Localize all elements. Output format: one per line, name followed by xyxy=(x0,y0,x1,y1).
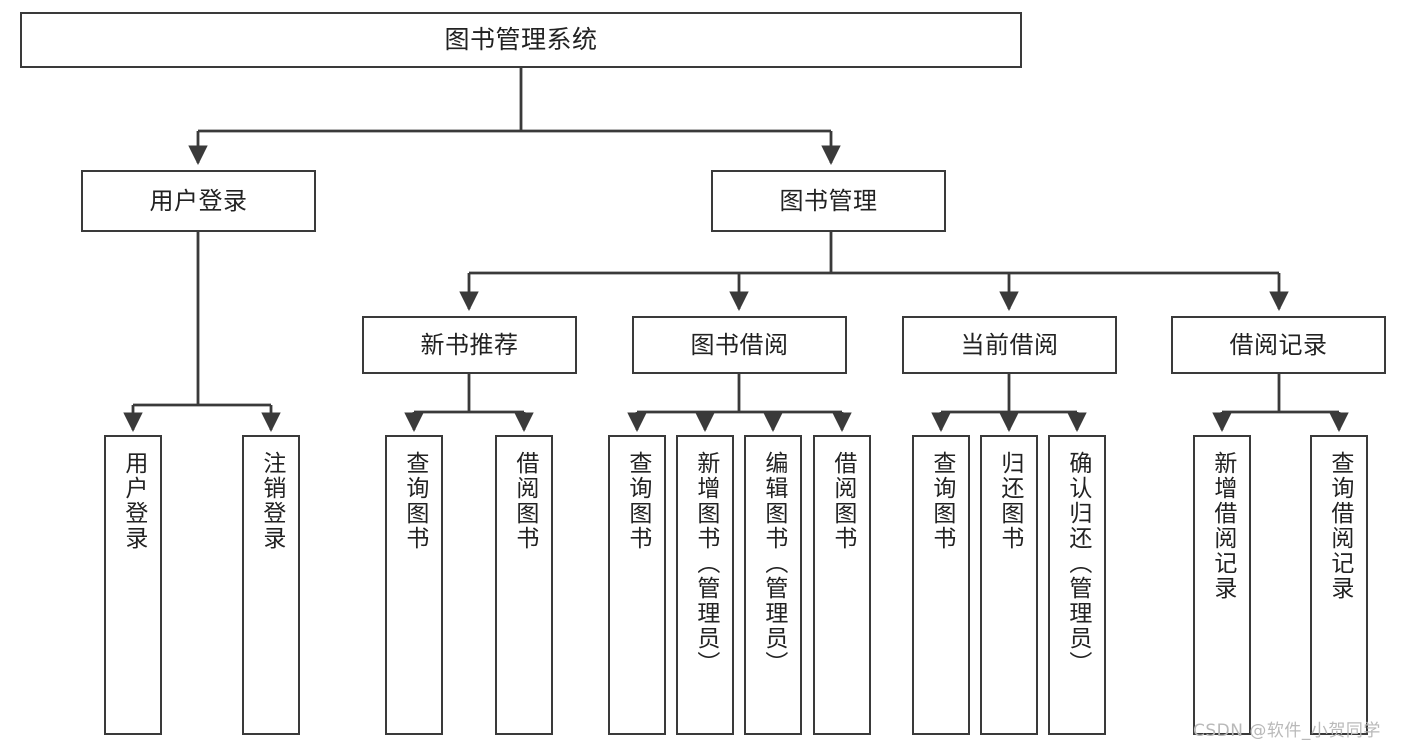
node-book-management[interactable]: 图书管理 xyxy=(711,170,946,232)
node-label: 图书管理系统 xyxy=(444,25,598,55)
node-new-book-recommend[interactable]: 新书推荐 xyxy=(362,316,577,374)
node-label: 用户登录 xyxy=(120,451,147,551)
node-label: 借阅图书 xyxy=(511,451,538,551)
node-label: 注销登录 xyxy=(258,451,285,551)
node-label: 确认归还（管理员） xyxy=(1064,451,1091,676)
node-label: 归还图书 xyxy=(996,451,1023,551)
leaf-book-borrow-query[interactable]: 查询图书 xyxy=(608,435,666,735)
node-label: 查询图书 xyxy=(928,451,955,551)
leaf-book-borrow-add[interactable]: 新增图书（管理员） xyxy=(676,435,734,735)
leaf-new-book-borrow[interactable]: 借阅图书 xyxy=(495,435,553,735)
node-label: 当前借阅 xyxy=(960,330,1059,359)
leaf-new-book-query[interactable]: 查询图书 xyxy=(385,435,443,735)
node-label: 图书管理 xyxy=(779,186,878,215)
leaf-book-borrow-edit[interactable]: 编辑图书（管理员） xyxy=(744,435,802,735)
leaf-user-login-logout[interactable]: 注销登录 xyxy=(242,435,300,735)
leaf-current-borrow-query[interactable]: 查询图书 xyxy=(912,435,970,735)
leaf-current-borrow-confirm[interactable]: 确认归还（管理员） xyxy=(1048,435,1106,735)
node-label: 查询借阅记录 xyxy=(1326,451,1353,601)
leaf-borrow-record-query[interactable]: 查询借阅记录 xyxy=(1310,435,1368,735)
node-borrow-record[interactable]: 借阅记录 xyxy=(1171,316,1386,374)
node-label: 新书推荐 xyxy=(420,330,519,359)
leaf-current-borrow-return[interactable]: 归还图书 xyxy=(980,435,1038,735)
node-user-login[interactable]: 用户登录 xyxy=(81,170,316,232)
node-book-borrow[interactable]: 图书借阅 xyxy=(632,316,847,374)
node-label: 编辑图书（管理员） xyxy=(760,451,787,676)
node-label: 查询图书 xyxy=(624,451,651,551)
node-root-system[interactable]: 图书管理系统 xyxy=(20,12,1022,68)
leaf-book-borrow-borrow[interactable]: 借阅图书 xyxy=(813,435,871,735)
node-label: 用户登录 xyxy=(149,186,248,215)
node-label: 新增借阅记录 xyxy=(1209,451,1236,601)
node-label: 查询图书 xyxy=(401,451,428,551)
node-label: 图书借阅 xyxy=(690,330,789,359)
leaf-user-login-login[interactable]: 用户登录 xyxy=(104,435,162,735)
leaf-borrow-record-add[interactable]: 新增借阅记录 xyxy=(1193,435,1251,735)
node-label: 新增图书（管理员） xyxy=(692,451,719,676)
node-label: 借阅记录 xyxy=(1229,330,1328,359)
node-label: 借阅图书 xyxy=(829,451,856,551)
csdn-watermark: CSDN @软件_小贺同学 xyxy=(1193,721,1381,741)
node-current-borrow[interactable]: 当前借阅 xyxy=(902,316,1117,374)
